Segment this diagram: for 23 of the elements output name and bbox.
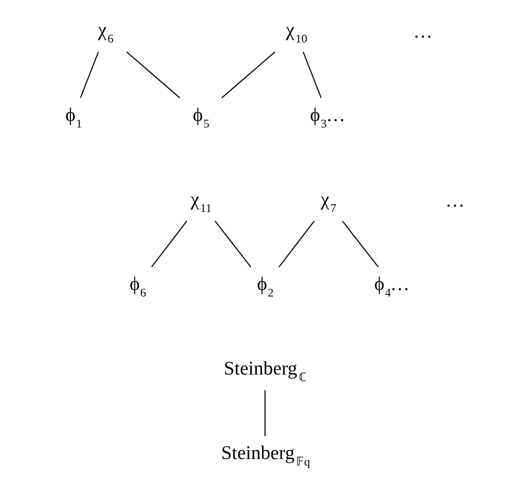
node-text: ϕ$_{2}$ [256,273,274,299]
node-text: ϕ$_{3}$… [310,104,345,130]
node-text: Steinberg$_{𝔽q}$ [220,442,310,468]
label: … [412,20,432,42]
connector [150,220,187,267]
connector [264,390,266,436]
connector [214,220,251,267]
connector [221,51,275,98]
connector [80,51,98,98]
node-text: ϕ$_{5}$ [192,104,209,130]
connector [342,220,378,267]
node-text: Steinberg$_{ℂ}$ [223,358,306,384]
node-text: χ$_{10}$ [285,20,307,46]
node-text: χ$_{7}$ [320,188,336,214]
connector [302,51,322,98]
node-text: ϕ$_{6}$ [129,273,146,299]
node-text: χ$_{6}$ [98,20,114,46]
node-text: χ$_{11}$ [190,188,212,214]
label: … [444,190,464,211]
connector [278,220,314,267]
node-text: ϕ$_{1}$ [64,104,82,130]
connector [126,51,180,98]
node-text: ϕ$_{4}$… [374,273,410,299]
